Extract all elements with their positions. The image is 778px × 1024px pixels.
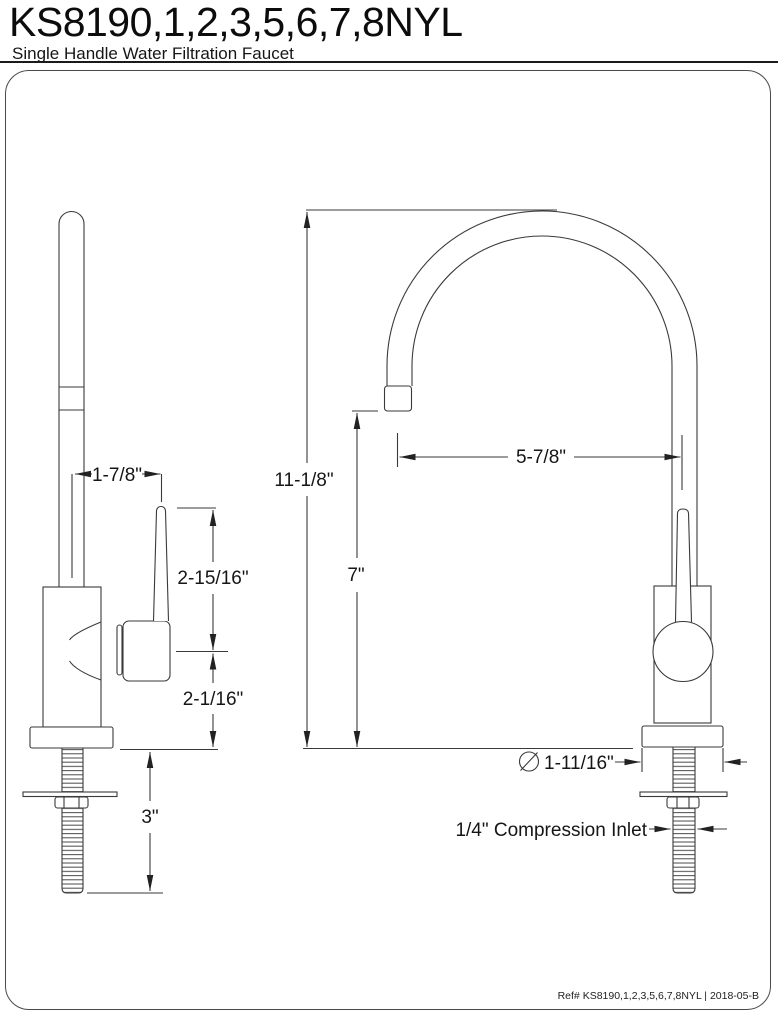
side-view-drawing [22,210,228,894]
dim-overall-height [303,209,633,750]
handle-lever-front [674,508,693,623]
dim-body-height-label: 2-1/16" [183,689,244,710]
spout-gooseneck-outer [386,210,698,586]
shank-washer-front [639,791,728,798]
header-divider [0,61,778,63]
dim-extension [396,433,683,490]
inlet-label: 1/4" Compression Inlet [455,820,647,841]
spout-gooseneck-inner [411,235,673,586]
base-flange-front [641,725,724,748]
handle-lever [152,505,170,622]
faucet-body [42,586,102,728]
shank-washer [22,791,118,798]
product-title: KS8190,1,2,3,5,6,7,8NYL [9,0,463,45]
dim-spout-height-label: 7" [347,565,364,586]
spout-aerator [383,385,413,412]
shank-nut [54,796,89,809]
handle-stem-spacer [116,624,123,676]
dim-spout-reach [396,433,683,490]
dim-shank-length [87,752,163,894]
dim-body-height [120,653,218,751]
handle-joint-dome [69,621,102,681]
dim-spout-to-handle [75,470,163,502]
front-view-drawing [303,209,747,894]
mounting-shank-front [672,746,696,894]
dim-spout-to-handle-label: 1-7/8" [92,465,142,486]
dim-handle-height [176,507,228,653]
dim-spout-height [352,410,378,747]
handle-joint-circle [652,620,714,683]
spout-band [59,386,84,411]
diameter-icon [518,751,540,772]
dim-base-diameter [518,748,747,772]
dim-base-diameter-label: 1-11/16" [544,753,614,774]
handle-base [122,620,171,682]
spout-tube [58,210,85,587]
mounting-shank [61,747,84,894]
dim-extension [641,748,724,772]
footer-reference: Ref# KS8190,1,2,3,5,6,7,8NYL | 2018-05-B [557,990,759,1002]
dim-overall-height-label: 11-1/8" [274,470,333,491]
base-flange [29,726,114,749]
dim-shank-length-label: 3" [141,807,158,828]
drawing-border [5,70,771,1010]
shank-nut-front [666,796,700,809]
product-subtitle: Single Handle Water Filtration Faucet [12,44,294,63]
dim-handle-height-label: 2-15/16" [177,568,248,589]
dim-spout-reach-label: 5-7/8" [516,447,566,468]
